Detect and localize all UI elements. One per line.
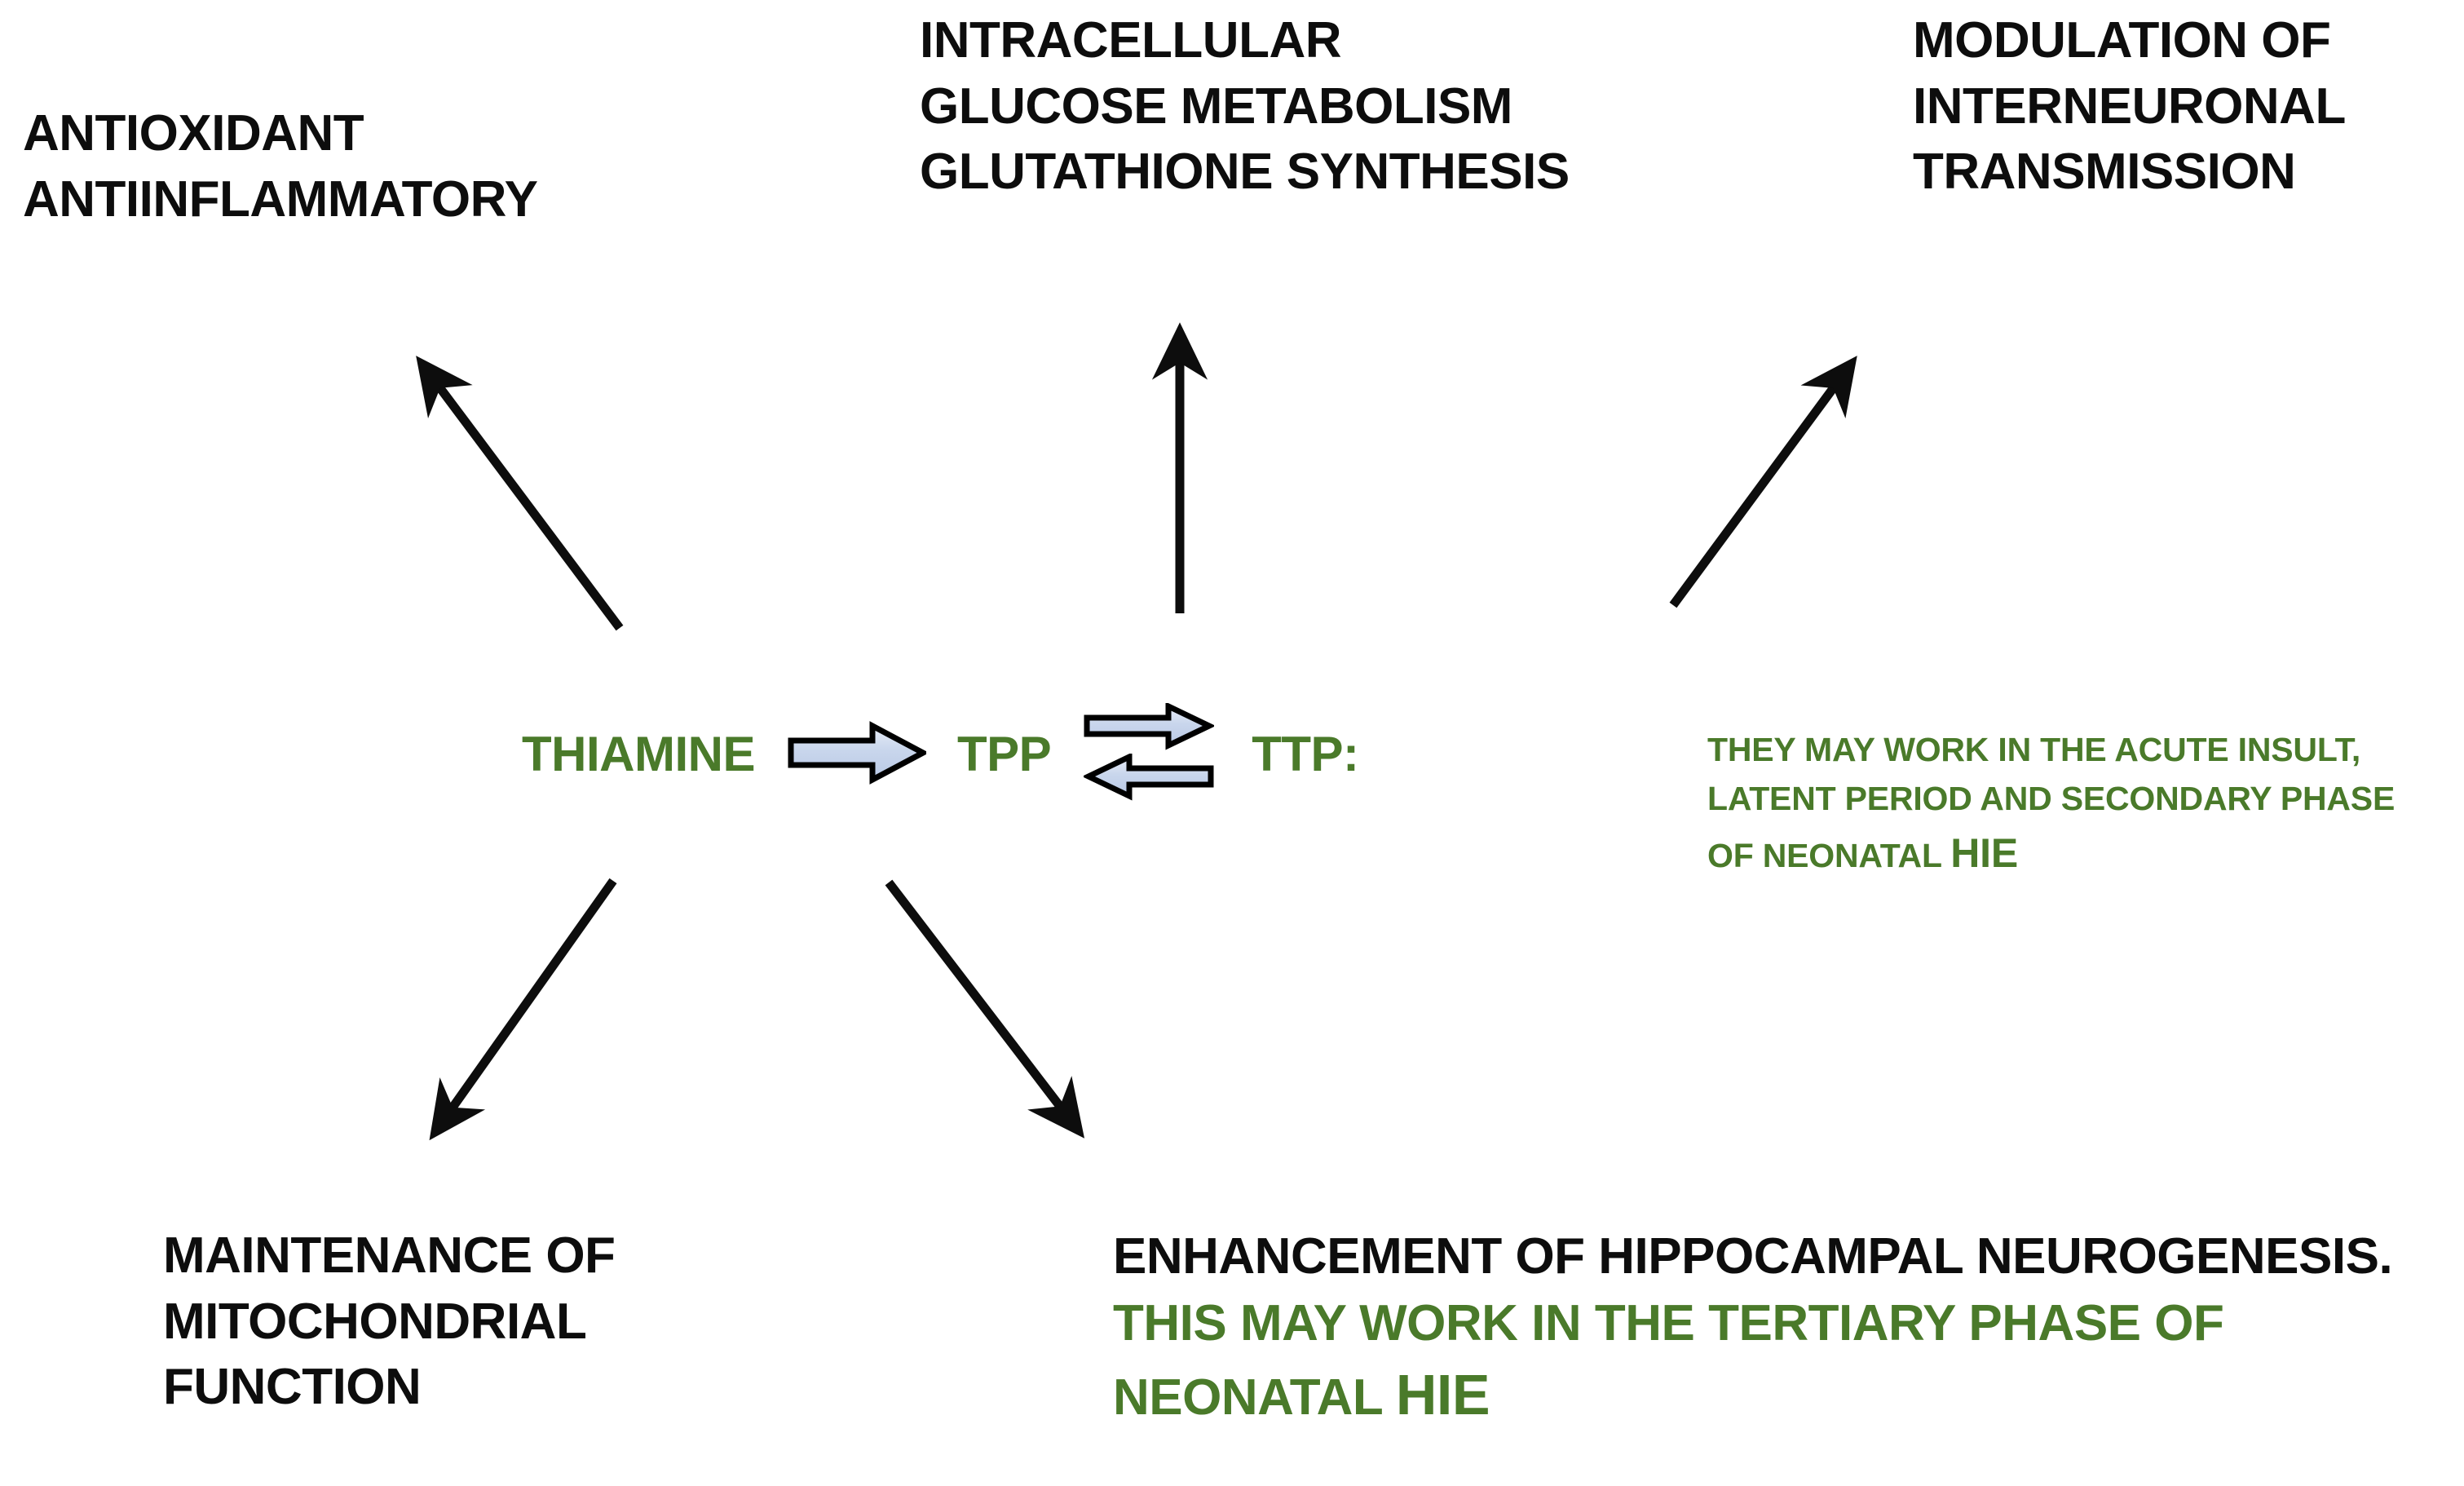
- note-ttp-phases: THEY MAY WORK IN THE ACUTE INSULT, LATEN…: [1707, 726, 2409, 883]
- label-enhancement-hippocampal-neurogenesis: ENHANCEMENT OF HIPPOCAMPAL NEUROGENESIS.…: [1113, 1223, 2450, 1432]
- neurogenesis-black-text: ENHANCEMENT OF HIPPOCAMPAL NEUROGENESIS.: [1113, 1228, 2393, 1285]
- note-ttp-body-text: THEY MAY WORK IN THE ACUTE INSULT, LATEN…: [1707, 731, 2396, 874]
- molecule-ttp: TTP:: [1252, 727, 1359, 781]
- neurogenesis-hie-abbreviation: HIE: [1395, 1362, 1490, 1426]
- note-ttp-hie-abbreviation: HIE: [1950, 829, 2019, 876]
- molecule-tpp: TPP: [956, 727, 1052, 781]
- reversible-arrows-icon: [1084, 703, 1215, 803]
- neurogenesis-green-text: THIS MAY WORK IN THE TERTIARY PHASE OF N…: [1113, 1294, 2224, 1426]
- arrow-up-right-icon: [1669, 356, 1857, 608]
- label-modulation-interneuronal-transmission: MODULATION OF INTERNEURONAL TRANSMISSION: [1913, 12, 2346, 201]
- arrow-up-left-icon: [416, 356, 624, 631]
- label-intracellular-glucose-metabolism: INTRACELLULAR GLUCOSE METABOLISM GLUTATH…: [920, 12, 1570, 201]
- molecule-thiamine: THIAMINE: [522, 727, 755, 781]
- label-maintenance-mitochondrial-function: MAINTENANCE OF MITOCHONDRIAL FUNCTION: [163, 1227, 616, 1416]
- fat-right-arrow-icon: [788, 720, 930, 789]
- label-antioxidant-antiinflammatory: ANTIOXIDANT ANTIINFLAMMATORY: [23, 105, 538, 228]
- reaction-chain: THIAMINE TPP: [522, 703, 1359, 801]
- arrow-down-left-icon: [429, 878, 617, 1141]
- arrow-down-right-icon: [885, 879, 1085, 1139]
